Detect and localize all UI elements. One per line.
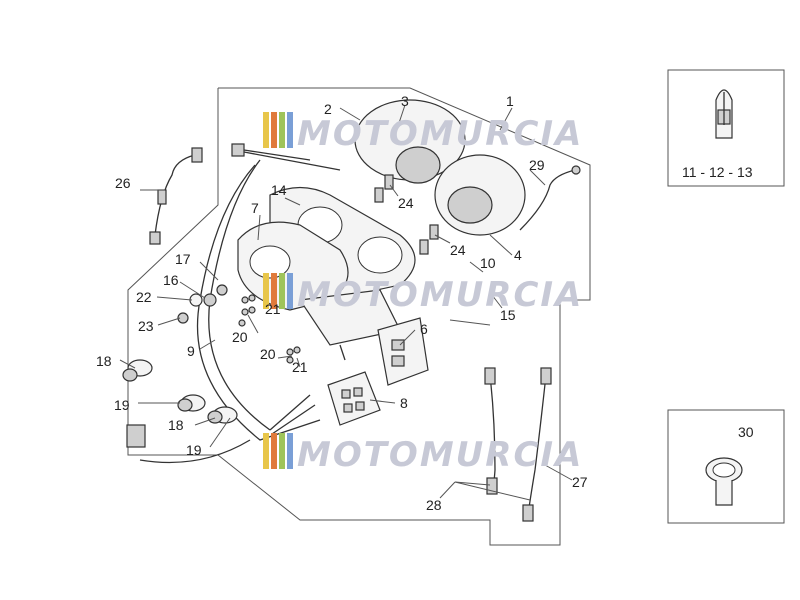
callout-20b: 20 xyxy=(260,346,276,362)
callout-7: 7 xyxy=(251,200,259,216)
callout-14: 14 xyxy=(271,182,287,198)
callout-2: 2 xyxy=(324,101,332,117)
bulb-socket-icon xyxy=(374,174,439,255)
connector-6-icon xyxy=(377,317,429,386)
callout-4: 4 xyxy=(514,247,522,263)
callout-3: 3 xyxy=(401,93,409,109)
watermark-3: MOTOMURCIA xyxy=(263,433,583,475)
cable-29-icon xyxy=(519,165,581,231)
callout-20a: 20 xyxy=(232,329,248,345)
callout-19b: 19 xyxy=(186,442,202,458)
svg-text:MOTOMURCIA: MOTOMURCIA xyxy=(297,275,583,315)
callout-21a: 21 xyxy=(265,301,281,317)
watermark-2: MOTOMURCIA xyxy=(263,273,583,315)
callout-29: 29 xyxy=(529,157,545,173)
instrument-housing-icon xyxy=(354,99,526,236)
clamp-icon xyxy=(705,457,743,506)
leader-lines xyxy=(119,104,573,501)
callout-21b: 21 xyxy=(292,359,308,375)
bulb-icon xyxy=(715,89,733,139)
speedo-cable-icon xyxy=(522,367,552,522)
callout-18b: 18 xyxy=(168,417,184,433)
assembly-outline xyxy=(127,87,591,546)
svg-text:MOTOMURCIA: MOTOMURCIA xyxy=(297,114,583,154)
callout-6: 6 xyxy=(420,321,428,337)
callout-19a: 19 xyxy=(114,397,130,413)
callout-1: 1 xyxy=(506,93,514,109)
callout-15: 15 xyxy=(500,307,516,323)
callout-8: 8 xyxy=(400,395,408,411)
callout-9: 9 xyxy=(187,343,195,359)
callout-18a: 18 xyxy=(96,353,112,369)
callout-17: 17 xyxy=(175,251,191,267)
callout-28: 28 xyxy=(426,497,442,513)
watermark-1: MOTOMURCIA xyxy=(263,112,583,154)
callout-labels: 1 2 3 4 6 7 8 9 10 11 - 12 - 13 14 15 16… xyxy=(96,93,754,513)
callout-24a: 24 xyxy=(398,195,414,211)
hardware-nuts-icon xyxy=(122,284,301,424)
callout-26: 26 xyxy=(115,175,131,191)
callout-10: 10 xyxy=(480,255,496,271)
callout-22: 22 xyxy=(136,289,152,305)
tacho-cable-icon xyxy=(484,367,498,495)
callout-24b: 24 xyxy=(450,242,466,258)
svg-text:MOTOMURCIA: MOTOMURCIA xyxy=(297,435,583,475)
callout-16: 16 xyxy=(163,272,179,288)
lead-wire-icon xyxy=(149,147,203,245)
callout-27: 27 xyxy=(572,474,588,490)
callout-11-12-13: 11 - 12 - 13 xyxy=(682,164,753,180)
connector-8-icon xyxy=(327,371,381,426)
callout-30: 30 xyxy=(738,424,754,440)
callout-23: 23 xyxy=(138,318,154,334)
